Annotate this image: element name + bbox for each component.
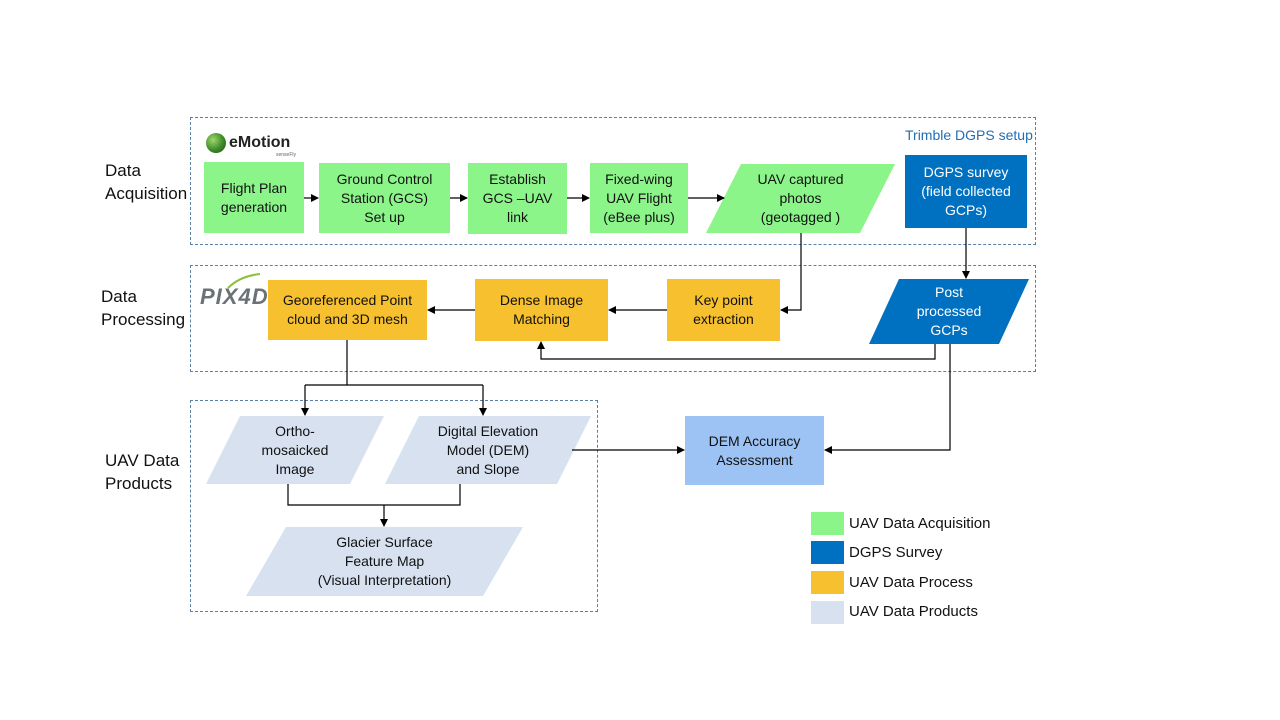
glacier-text: Glacier Surface Feature Map (Visual Inte… <box>317 534 452 588</box>
legend-label-process: UAV Data Process <box>849 574 973 591</box>
emotion-logo: eMotion <box>206 133 290 153</box>
legend-label-dgps: DGPS Survey <box>849 544 943 561</box>
stage-label-products: UAV Data Products <box>105 451 180 493</box>
glacier-parallelogram: Glacier Surface Feature Map (Visual Inte… <box>246 527 523 596</box>
products-container <box>190 400 598 612</box>
processing-container <box>190 265 1036 372</box>
glacier-shape <box>246 527 523 596</box>
photos-shape <box>706 164 895 233</box>
dgps-survey-box: DGPS survey (field collected GCPs) <box>905 155 1027 228</box>
legend-swatch-process <box>811 571 844 594</box>
ortho-text: Ortho- mosaicked Image <box>261 422 329 477</box>
acquisition-container <box>190 117 1036 245</box>
dem-shape <box>385 416 591 484</box>
legend-swatch-dgps <box>811 541 844 564</box>
gcs-setup-box: Ground Control Station (GCS) Set up <box>319 163 450 233</box>
legend-swatch-acquisition <box>811 512 844 535</box>
post-gcps-shape <box>869 279 1029 344</box>
dem-parallelogram: Digital Elevation Model (DEM) and Slope <box>385 416 591 484</box>
photos-parallelogram: UAV captured photos (geotagged ) <box>706 164 895 233</box>
ortho-shape <box>206 416 384 484</box>
arrow-post-to-accuracy <box>824 344 951 454</box>
pix4d-swoosh-icon <box>227 273 261 289</box>
stage-label-acquisition: Data Acquisition <box>105 161 188 203</box>
globe-icon <box>206 133 226 153</box>
photos-text: UAV captured photos (geotagged ) <box>757 171 844 225</box>
legend-label-acquisition: UAV Data Acquisition <box>849 515 991 532</box>
trimble-label: Trimble DGPS setup <box>905 127 1033 143</box>
dense-matching-box: Dense Image Matching <box>475 279 608 341</box>
flight-box: Fixed-wing UAV Flight (eBee plus) <box>590 163 688 233</box>
emotion-logo-text: eMotion <box>229 134 291 151</box>
flight-plan-box: Flight Plan generation <box>204 162 304 233</box>
legend-swatch-products <box>811 601 844 624</box>
dem-accuracy-box: DEM Accuracy Assessment <box>685 416 824 485</box>
georef-box: Georeferenced Point cloud and 3D mesh <box>268 280 427 340</box>
post-gcps-parallelogram: Post processed GCPs <box>869 279 1029 344</box>
keypoint-box: Key point extraction <box>667 279 780 341</box>
arrow-post-to-dense <box>537 341 936 360</box>
pix4d-logo-text: PIX4D <box>200 284 269 309</box>
emotion-logo-sub: senseFly <box>276 152 297 158</box>
gcs-link-box: Establish GCS –UAV link <box>468 163 567 234</box>
dem-text: Digital Elevation Model (DEM) and Slope <box>437 422 539 477</box>
arrow-photos-to-keypoint <box>780 233 802 314</box>
post-gcps-text: Post processed GCPs <box>916 284 982 338</box>
legend-label-products: UAV Data Products <box>849 603 978 620</box>
ortho-parallelogram: Ortho- mosaicked Image <box>206 416 384 484</box>
line-ortho-down <box>287 484 461 506</box>
pix4d-logo: PIX4D <box>200 284 269 310</box>
stage-label-processing: Data Processing <box>101 287 186 329</box>
